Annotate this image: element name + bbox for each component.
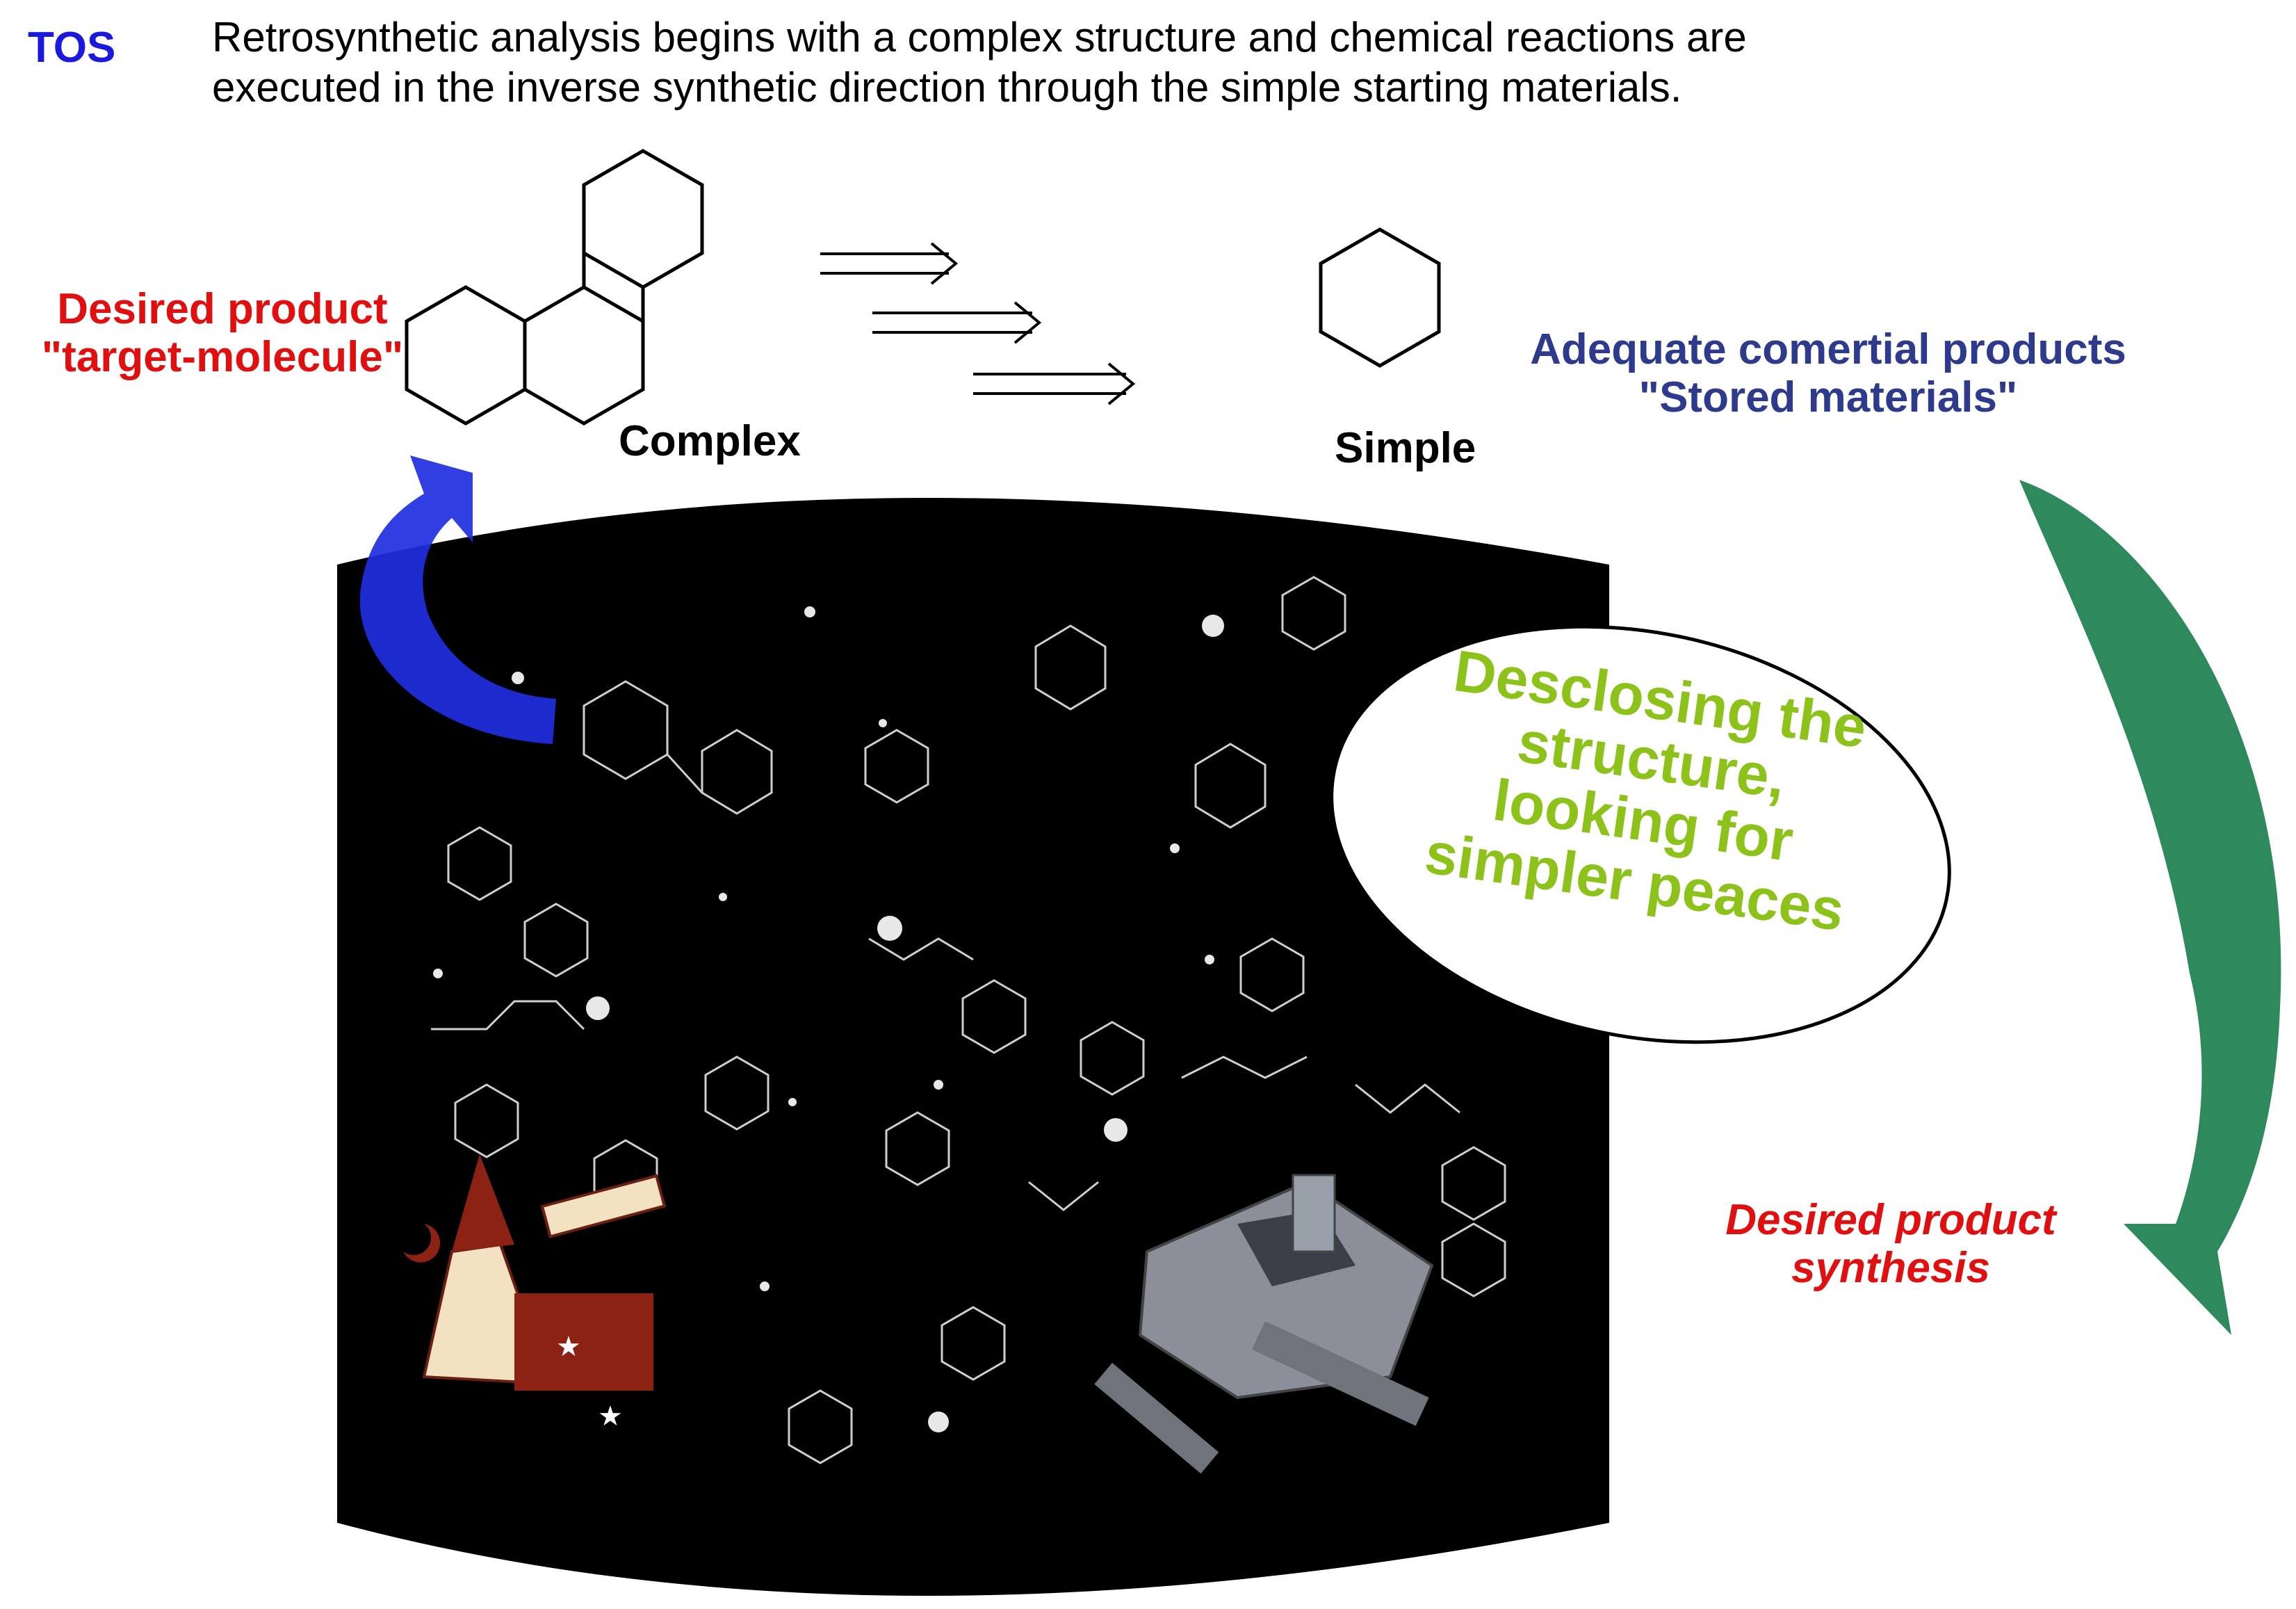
spaceship-illustration [1094,1174,1434,1474]
blue-curved-arrow [359,455,556,744]
green-curved-arrow [2019,480,2281,1335]
retrosynthesis-arrows [820,242,1136,405]
description-line-2: executed in the inverse synthetic direct… [212,64,1682,111]
description-line-1: Retrosynthetic analysis begins with a co… [212,14,1747,60]
svg-text:★: ★ [556,1331,581,1363]
barrel-bubbles [433,606,1224,1432]
retro-arrow-1 [820,242,959,285]
astronomer-illustration: ★ ★ [403,1154,667,1432]
svg-text:★: ★ [598,1400,623,1432]
speech-bubble [1330,624,1951,1044]
desired-product-line-1: Desired product [57,285,388,333]
desired-product-line-2: "target-molecule" [41,333,404,382]
retro-arrow-3 [973,362,1136,405]
tos-tag: TOS [28,24,116,72]
synthesis-line-1: Desired product [1725,1196,2056,1244]
simple-label: Simple [1335,424,1476,472]
desired-product-label: Desired product "target-molecule" [14,285,431,382]
description-text: Retrosynthetic analysis begins with a co… [212,13,1747,113]
stored-materials-line-2: "Stored materials" [1638,373,2018,422]
retro-arrow-2 [872,301,1042,344]
complex-label: Complex [619,417,801,465]
synthesis-label: Desired product synthesis [1668,1196,2113,1293]
simple-molecule [1319,227,1441,368]
synthesis-line-2: synthesis [1791,1244,1991,1293]
complex-molecule [405,149,704,426]
stored-materials-line-1: Adequate comertial products [1530,325,2126,373]
stored-materials-label: Adequate comertial products "Stored mate… [1481,325,2176,422]
barrel-molecules [431,576,1506,1464]
